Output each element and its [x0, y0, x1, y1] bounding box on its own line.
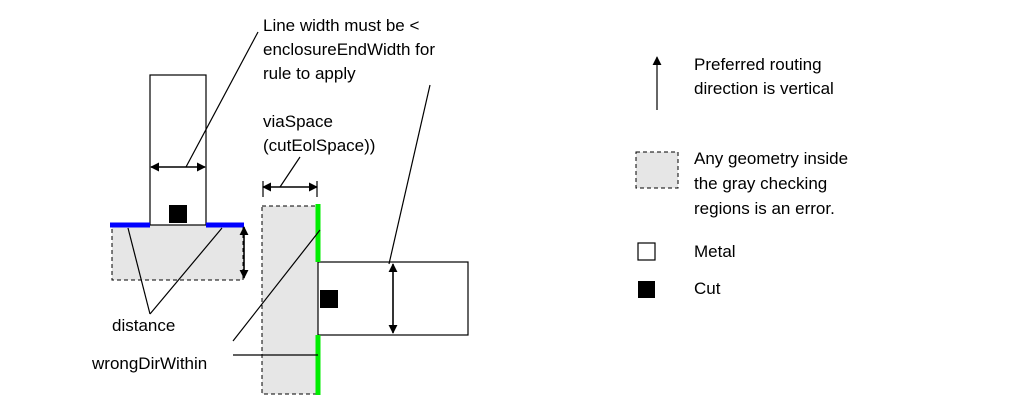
legend-routing-text: Preferred routing direction is vertical: [694, 55, 834, 98]
leader-via-space: [279, 156, 301, 188]
leader-enclosure-diagonal: [388, 84, 431, 265]
line-width-note: Line width must be < enclosureEndWidth f…: [263, 16, 440, 83]
cut-top: [169, 205, 187, 223]
gray-check-region-side: [261, 205, 319, 395]
via-space-label: viaSpace (cutEolSpace)): [263, 112, 375, 155]
cut-right: [320, 290, 338, 308]
gray-check-region-below: [111, 224, 244, 281]
legend-metal-icon: [637, 242, 656, 261]
vertical-metal-wire: [149, 74, 207, 226]
leader-wrongdir-diagonal: [232, 229, 321, 342]
legend-metal-text: Metal: [694, 242, 736, 261]
legend-gray-region-icon: [635, 151, 679, 189]
leader-distance-left: [127, 227, 151, 315]
legend-cut-icon: [638, 281, 655, 298]
horizontal-metal-wire: [317, 261, 469, 336]
leader-distance-right: [149, 227, 223, 315]
wrong-dir-within-label: wrongDirWithin: [91, 354, 207, 373]
distance-label: distance: [112, 316, 175, 335]
legend-gray-region-text: Any geometry inside the gray checking re…: [694, 149, 853, 218]
leader-line-width: [185, 31, 259, 168]
legend-cut-text: Cut: [694, 279, 721, 298]
